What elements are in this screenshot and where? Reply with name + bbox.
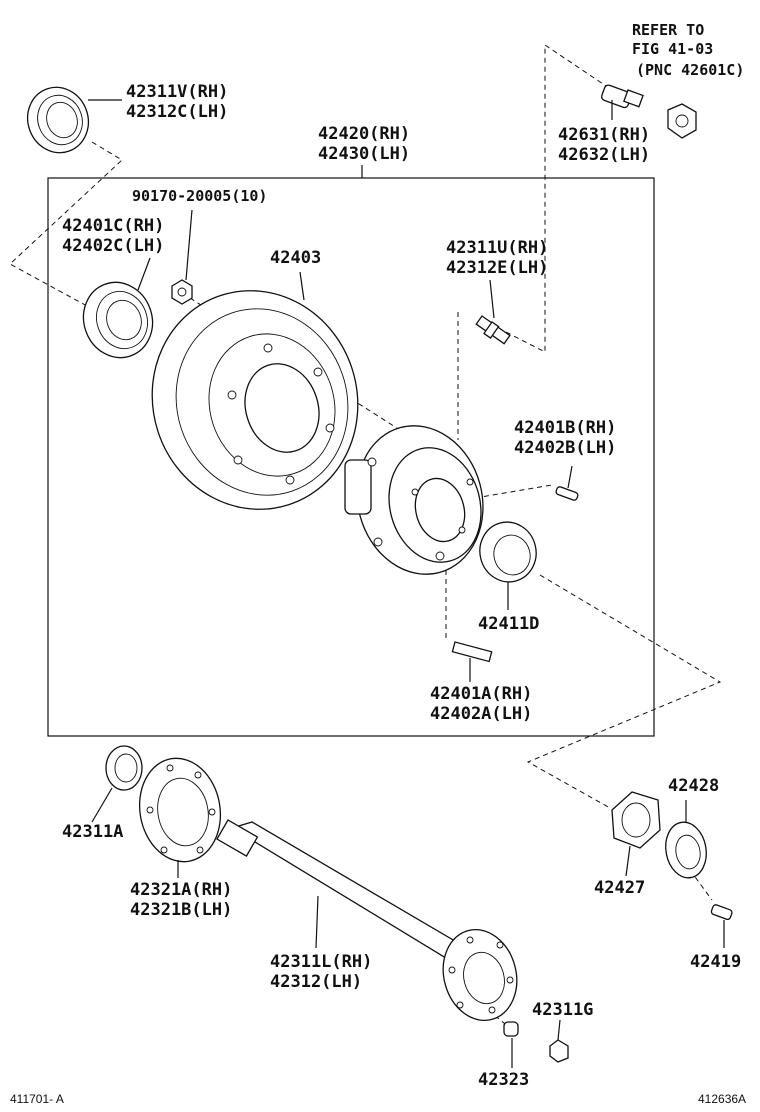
- nut-42601c: [667, 103, 697, 139]
- label-42402b: 42402B(LH): [514, 438, 617, 458]
- plug-42631: [601, 84, 644, 109]
- figure-code-left: 411701- A: [10, 1092, 64, 1106]
- gasket-42321a: [138, 757, 222, 863]
- label-42401a: 42401A(RH): [430, 684, 533, 704]
- brake-drum-42403: [151, 290, 359, 510]
- label-42312e: 42312E(LH): [446, 258, 549, 278]
- label-42419: 42419: [690, 952, 742, 972]
- label-42430: 42430(LH): [318, 144, 411, 164]
- assembly-box: [47, 177, 655, 737]
- label-42312: 42312(LH): [270, 972, 363, 992]
- label-42401b: 42401B(RH): [514, 418, 617, 438]
- label-42311g: 42311G: [532, 1000, 594, 1020]
- axle-hub: [344, 425, 484, 575]
- plug-42323: [503, 1021, 519, 1037]
- label-42411d: 42411D: [478, 614, 540, 634]
- label-42311v: 42311V(RH): [126, 82, 229, 102]
- label-42321b: 42321B(LH): [130, 900, 233, 920]
- bearing-42401c: [82, 281, 154, 359]
- label-42323: 42323: [478, 1070, 530, 1090]
- oil-seal-42311a: [105, 745, 143, 791]
- nut-90170: [171, 279, 193, 305]
- gasket-42428: [665, 821, 707, 879]
- dash-line-seal-to-bearing: [9, 141, 123, 313]
- axle-shaft-42311l: [216, 819, 518, 1022]
- hub-bolt-42311u: [475, 315, 511, 345]
- label-42312c: 42312C(LH): [126, 102, 229, 122]
- hub-bolt-42401a: [451, 641, 493, 663]
- label-42311u: 42311U(RH): [446, 238, 549, 258]
- label-refer-to: REFER TO: [632, 21, 705, 39]
- nut-42311g: [549, 1039, 569, 1063]
- label-refer-pnc: (PNC 42601C): [636, 61, 745, 79]
- label-42402c: 42402C(LH): [62, 236, 165, 256]
- label-42311l: 42311L(RH): [270, 952, 373, 972]
- label-42403: 42403: [270, 248, 322, 268]
- bolt-42419: [710, 904, 733, 921]
- label-42632: 42632(LH): [558, 145, 651, 165]
- figure-code-right: 412636A: [698, 1092, 747, 1106]
- oil-seal-42311v: [26, 86, 90, 154]
- label-42631: 42631(RH): [558, 125, 651, 145]
- dash-line-bolt-42419: [689, 869, 713, 901]
- label-42428: 42428: [668, 776, 720, 796]
- label-42401c: 42401C(RH): [62, 216, 165, 236]
- leader-lines: [88, 99, 725, 1068]
- label-42420: 42420(RH): [318, 124, 411, 144]
- dash-line-hub-bolt-to-refer: [497, 44, 616, 353]
- label-42427: 42427: [594, 878, 646, 898]
- label-42402a: 42402A(LH): [430, 704, 533, 724]
- dash-line-bearing-to-retainer: [526, 574, 722, 809]
- label-90170: 90170-20005(10): [132, 187, 268, 205]
- label-42321a: 42321A(RH): [130, 880, 233, 900]
- retainer-42427: [611, 791, 661, 849]
- bearing-42411d: [479, 521, 537, 583]
- dash-line-pin: [474, 484, 553, 499]
- label-42311a: 42311A: [62, 822, 124, 842]
- label-refer-fig: FIG 41-03: [632, 40, 714, 58]
- pin-42401b: [555, 486, 579, 501]
